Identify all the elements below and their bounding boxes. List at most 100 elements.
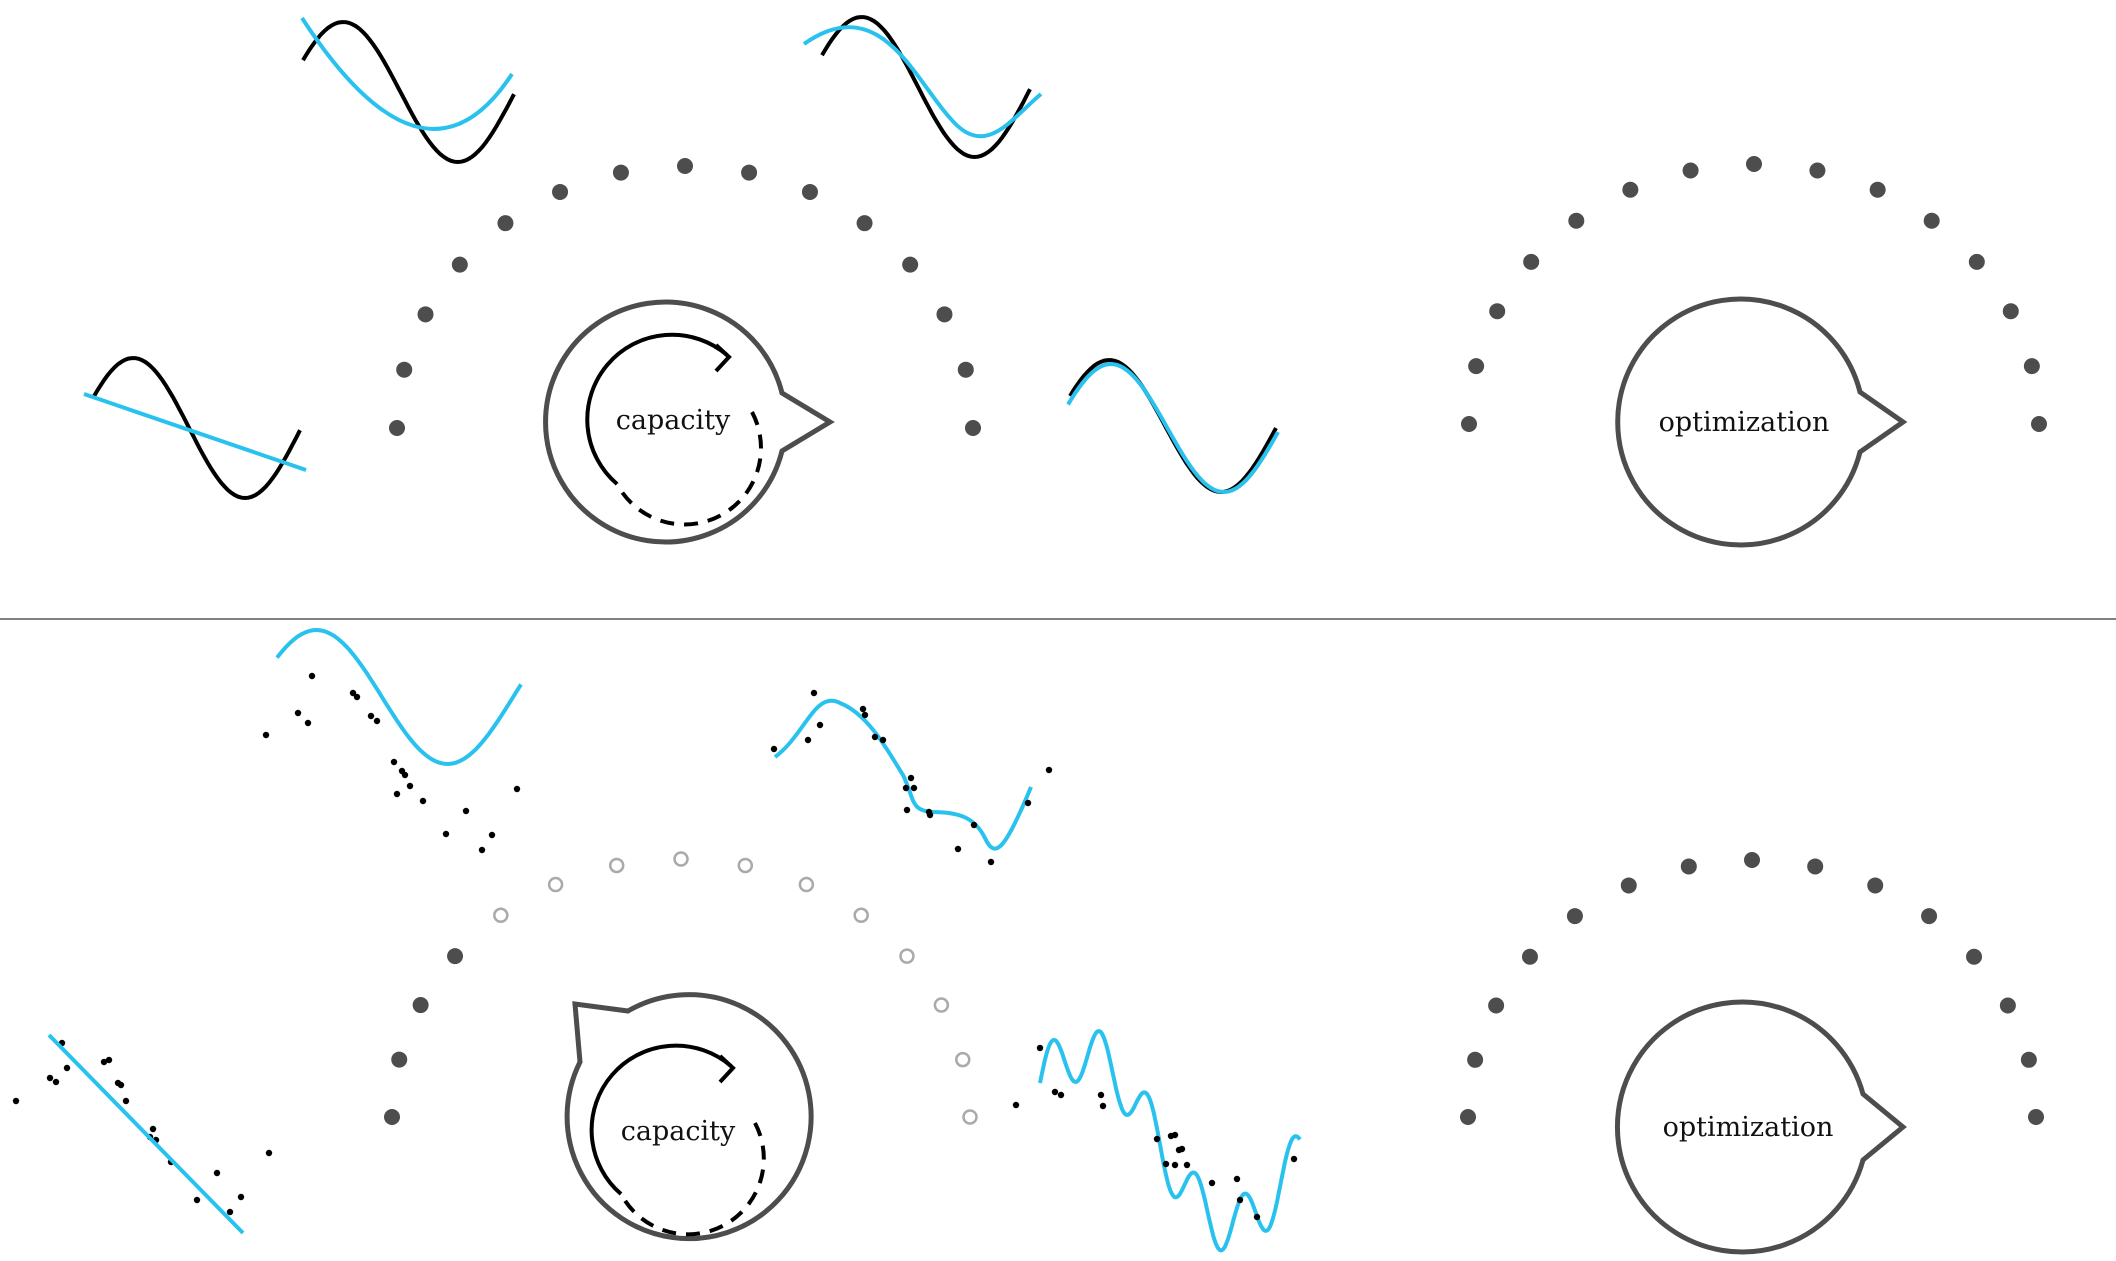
filled-dot: [447, 948, 464, 965]
capacity-arrow-arc: [589, 1043, 733, 1196]
filled-dot: [2028, 1109, 2044, 1125]
thumb-sine-fit-noisy: [262, 627, 523, 854]
data-point: [367, 712, 375, 720]
data-point: [770, 745, 778, 753]
filled-dot: [1460, 1109, 1476, 1125]
hollow-dot: [547, 876, 564, 893]
data-point: [488, 831, 496, 839]
data-points: [12, 1039, 273, 1216]
filled-dot: [1622, 181, 1639, 198]
data-point: [308, 672, 316, 680]
filled-dot: [1968, 253, 1985, 270]
data-point: [859, 705, 867, 713]
filled-dot: [902, 256, 919, 273]
data-point: [925, 808, 933, 816]
top-optimization-dial: optimization: [1615, 296, 1908, 548]
data-point: [105, 1056, 113, 1064]
data-point: [349, 689, 357, 697]
data-point: [401, 771, 409, 779]
filled-dot: [1966, 948, 1983, 965]
filled-dot: [1620, 877, 1637, 894]
data-point: [1290, 1155, 1298, 1163]
sine-fit-curve: [1066, 361, 1280, 494]
data-point: [304, 719, 312, 727]
bottom-optimization-dial: optimization: [1614, 999, 1907, 1255]
filled-dot: [2031, 416, 2047, 432]
data-point: [262, 731, 270, 739]
data-points: [1012, 1044, 1298, 1221]
data-point: [871, 733, 879, 741]
bottom-capacity-dot-arc: [384, 851, 978, 1125]
data-point: [1171, 1161, 1179, 1169]
thumb-wiggly-fit-noisy: [770, 689, 1053, 866]
data-point: [406, 782, 414, 790]
data-point: [373, 717, 381, 725]
sine-fit-curve: [275, 627, 523, 767]
data-point: [987, 858, 995, 866]
data-point: [879, 736, 887, 744]
data-point: [149, 1125, 157, 1133]
thumb-quadratic-fit: [300, 16, 516, 165]
filled-dot: [1566, 908, 1583, 925]
top-capacity-dot-arc: [389, 158, 981, 436]
data-point: [1183, 1161, 1191, 1169]
thumb-linear-fit-noisy: [12, 1033, 273, 1235]
data-point: [419, 797, 427, 805]
true-sine-curve: [1068, 358, 1278, 495]
bottom-panel: capacity optimization: [12, 627, 2044, 1255]
data-point: [478, 846, 486, 854]
linear-fit-line: [83, 392, 307, 472]
data-points: [770, 689, 1053, 866]
filled-dot: [1744, 852, 1760, 868]
overfit-curve: [1038, 1029, 1302, 1253]
hollow-dot: [853, 907, 869, 924]
top-optimization-dot-arc: [1461, 156, 2047, 432]
filled-dot: [552, 183, 569, 200]
optimization-label: optimization: [1663, 1112, 1834, 1143]
hollow-dot: [608, 857, 625, 874]
bottom-capacity-dial: capacity: [564, 992, 814, 1242]
data-point: [1233, 1175, 1241, 1183]
filled-dot: [1489, 303, 1506, 320]
filled-dot: [1521, 948, 1538, 965]
top-panel: capacity optimization: [83, 15, 2047, 548]
filled-dot: [957, 361, 974, 378]
capacity-dial-outline: [564, 992, 814, 1242]
data-point: [1253, 1213, 1261, 1221]
overfit-curve: [773, 698, 1033, 851]
hollow-dot: [955, 1051, 971, 1068]
hollow-dot: [798, 876, 815, 893]
filled-dot: [965, 420, 981, 436]
filled-dot: [1461, 416, 1477, 432]
optimization-label: optimization: [1659, 407, 1830, 438]
optimization-dial-outline: [1614, 999, 1907, 1255]
data-point: [861, 711, 869, 719]
data-point: [1045, 766, 1053, 774]
hollow-dot: [493, 907, 509, 924]
data-point: [393, 790, 401, 798]
filled-dot: [741, 164, 758, 181]
filled-dot: [2020, 1051, 2037, 1068]
filled-dot: [497, 215, 514, 232]
filled-dot: [1746, 156, 1762, 172]
linear-fit-line: [47, 1033, 245, 1235]
filled-dot: [1488, 997, 1505, 1014]
filled-dot: [612, 164, 629, 181]
filled-dot: [1869, 181, 1886, 198]
data-point: [226, 1208, 234, 1216]
data-point: [810, 689, 818, 697]
filled-dot: [1680, 858, 1697, 875]
data-point: [910, 784, 918, 792]
data-point: [1024, 799, 1032, 807]
filled-dot: [1809, 162, 1826, 179]
filled-dot: [384, 1109, 400, 1125]
true-sine-curve: [92, 356, 302, 501]
filled-dot: [391, 1051, 408, 1068]
filled-dot: [396, 361, 413, 378]
thumb-underfit-linear: [83, 356, 307, 501]
data-point: [63, 1064, 71, 1072]
filled-dot: [389, 420, 405, 436]
data-point: [1236, 1196, 1244, 1204]
optimization-dial-outline: [1615, 296, 1908, 548]
data-point: [46, 1074, 54, 1082]
